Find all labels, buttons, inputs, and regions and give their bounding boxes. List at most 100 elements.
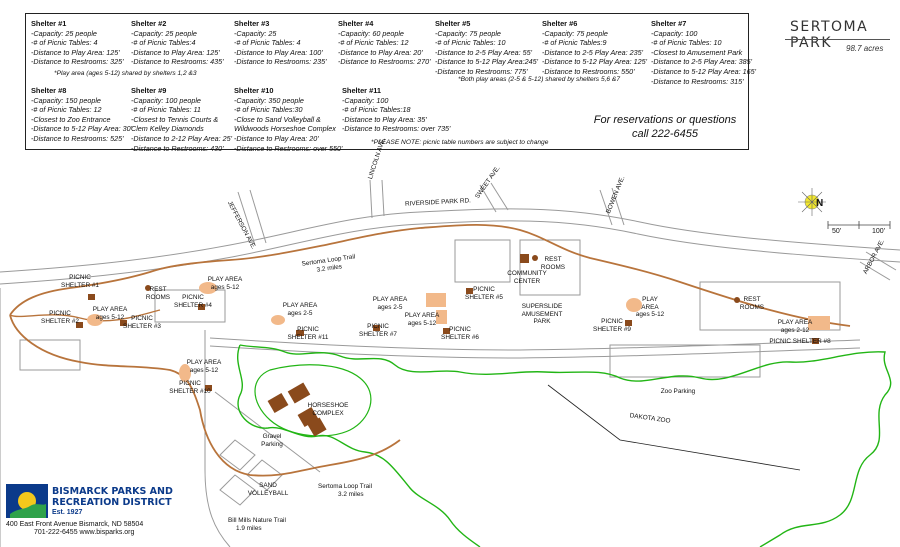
west-lot	[19, 339, 81, 371]
shelter-8-marker	[812, 338, 819, 344]
shelter-6-marker	[443, 328, 450, 334]
scale-label-100: 100'	[872, 228, 886, 235]
shelter-1-marker	[88, 294, 95, 300]
org-established: Est. 1927	[52, 509, 83, 516]
shelter-3-marker	[120, 320, 127, 326]
sand-volleyball-courts	[219, 439, 283, 506]
shelter-2-marker	[76, 322, 83, 328]
title-divider	[785, 39, 890, 40]
shelter-11-marker	[296, 330, 304, 336]
shelter-legend: Shelter #1 -Capacity: 25 people -# of Pi…	[25, 13, 756, 153]
org-phone-web: 701-222-6455 www.bisparks.org	[34, 529, 135, 536]
community-center-parking	[454, 239, 511, 283]
sertoma-loop-trail	[9, 223, 851, 477]
play-area-2-shape	[199, 282, 217, 294]
riverside-park-road-south-edge	[0, 220, 900, 285]
west-trail-spur	[9, 309, 161, 322]
horseshoe-building-1	[267, 392, 289, 414]
play-area-6-shape	[626, 298, 642, 312]
org-address: 400 East Front Avenue Bismarck, ND 58504	[6, 521, 144, 528]
horseshoe-building-4	[307, 417, 327, 437]
park-acres: 98.7 acres	[846, 44, 884, 53]
shelter-2-info: Shelter #2 -Capacity: 25 people -# of Pi…	[131, 19, 224, 67]
street-network	[0, 179, 900, 547]
note-table-numbers: *PLEASE NOTE: picnic table numbers are s…	[371, 139, 549, 146]
west-access-road	[204, 330, 231, 547]
play-area-5-shape	[436, 310, 447, 324]
play-area-8-shape	[179, 364, 191, 382]
org-name-line-2: RECREATION DISTRICT	[52, 496, 172, 508]
horseshoe-area-boundary	[254, 364, 372, 437]
east-parking-lot	[699, 281, 841, 331]
shelter-10-info: Shelter #10 -Capacity: 350 people -# of …	[234, 86, 343, 153]
shelter-5-marker	[466, 288, 473, 294]
reservations-phone: call 222-6455	[631, 128, 699, 140]
shelter-4-info: Shelter #4 -Capacity: 60 people -# of Pi…	[338, 19, 431, 67]
zoo-boundary	[237, 344, 892, 547]
play-area-1-shape	[87, 314, 103, 326]
park-drive-north	[209, 337, 861, 351]
restrooms-2-marker	[532, 255, 538, 261]
play-area-7-shape	[808, 316, 830, 330]
scale-label-50: 50'	[832, 228, 842, 235]
reservations-info: For reservations or questions call 222-6…	[590, 113, 740, 141]
riverside-park-road-north-edge	[0, 208, 900, 273]
jefferson-avenue	[237, 189, 267, 246]
shelter-5b-marker	[373, 325, 380, 331]
shelter-9-info: Shelter #9 -Capacity: 100 people -# of P…	[131, 86, 232, 153]
shelter-10-marker	[205, 385, 212, 391]
community-center-building-lot	[519, 239, 581, 296]
zoo-parking-lot	[609, 344, 761, 378]
shelter-3-info: Shelter #3 -Capacity: 25 -# of Picnic Ta…	[234, 19, 327, 67]
shelter-4-marker	[198, 304, 205, 310]
parks-logo-graphic	[6, 484, 48, 518]
shelters	[76, 254, 819, 437]
play-areas	[87, 282, 830, 382]
org-name-line-1: BISMARCK PARKS AND	[52, 486, 173, 497]
shelter-7-marker	[520, 254, 529, 263]
picnic-shelter-8-label: PICNIC SHELTER #8	[769, 338, 831, 345]
shelter-5-info: Shelter #5 -Capacity: 75 people -# of Pi…	[435, 19, 538, 76]
org-name: BISMARCK PARKS AND RECREATION DISTRICT	[52, 486, 173, 508]
restrooms-3-marker	[734, 297, 740, 303]
north-letter: N	[816, 198, 824, 209]
restrooms-1-marker	[145, 285, 151, 291]
shelter-4-lot	[154, 289, 226, 323]
note-play-areas-shared-5-6-7: *Both play areas (2-5 & 5-12) shared by …	[458, 76, 621, 83]
reservations-line-1: For reservations or questions	[593, 114, 737, 126]
north-arrow	[798, 188, 891, 229]
gravel-lot-diagonal	[214, 391, 321, 473]
zoo-parking-label: Zoo Parking	[660, 388, 696, 395]
shelter-7-info: Shelter #7 -Capacity: 100 -# of Picnic T…	[651, 19, 756, 86]
play-area-4-shape	[426, 293, 446, 307]
lincoln-avenue	[369, 179, 385, 219]
shelter-9-marker	[625, 320, 632, 326]
sweet-avenue	[479, 182, 509, 213]
arbor-avenue	[859, 251, 897, 281]
park-drive-south	[209, 345, 861, 359]
